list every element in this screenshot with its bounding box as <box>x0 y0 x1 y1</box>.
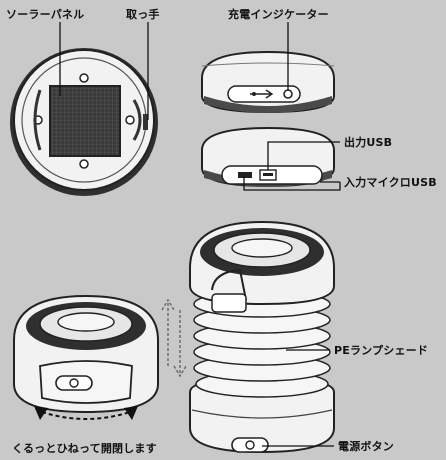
collapsed-lantern <box>13 294 159 414</box>
label-micro-usb-input: 入力マイクロUSB <box>344 176 437 189</box>
label-twist-caption: くるっとひねって開閉します <box>12 442 157 455</box>
screw <box>79 159 89 169</box>
power-button <box>69 378 79 388</box>
power-button <box>245 440 255 450</box>
expanded-lantern <box>189 220 335 454</box>
screw <box>79 73 89 83</box>
micro-usb-port <box>238 172 252 178</box>
twist-arrow <box>34 406 138 420</box>
label-charge-indicator: 充電インジケーター <box>228 8 329 21</box>
label-handle: 取っ手 <box>126 8 160 21</box>
charge-indicator-led <box>283 89 293 99</box>
expand-arrows <box>161 298 187 378</box>
solar-panel <box>49 85 121 157</box>
label-power-button: 電源ボタン <box>338 440 394 453</box>
handle <box>33 89 42 151</box>
screw <box>125 115 135 125</box>
label-usb-output: 出力USB <box>344 136 393 149</box>
label-solar-panel: ソーラーパネル <box>6 8 85 21</box>
back-view <box>10 48 158 196</box>
side-view-top <box>201 50 335 114</box>
label-pe-shade: PEランプシェード <box>334 344 429 357</box>
